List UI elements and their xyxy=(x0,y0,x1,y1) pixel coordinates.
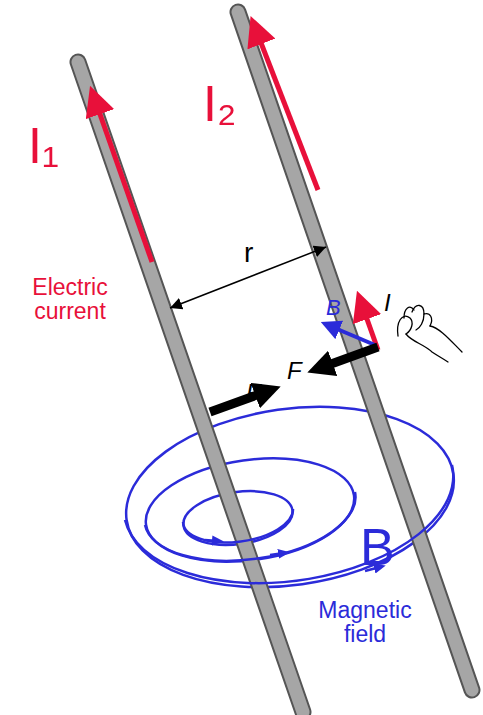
force-arrow xyxy=(320,347,378,368)
current-caption: Electric current xyxy=(10,275,130,323)
wire xyxy=(78,12,472,712)
current-arrow xyxy=(95,30,378,350)
field-rings-front xyxy=(125,465,453,583)
distance-label: r xyxy=(244,238,253,267)
field-symbol: B xyxy=(326,296,341,319)
force-label: F xyxy=(246,380,261,405)
current-label: I₁ xyxy=(28,120,59,173)
field-vector xyxy=(330,326,375,345)
field-caption: Magnetic field xyxy=(300,598,430,646)
current-symbol: I xyxy=(384,290,391,315)
force-label: F xyxy=(287,358,302,383)
field-label: B xyxy=(360,520,395,575)
current-label: I₂ xyxy=(203,78,236,131)
right-hand xyxy=(398,305,462,362)
